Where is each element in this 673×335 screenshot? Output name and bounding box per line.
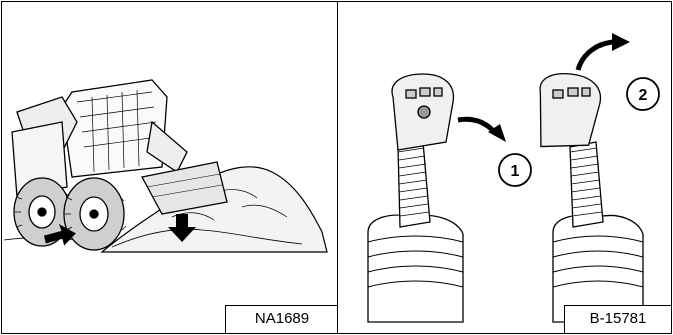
right-figure-panel: 1 2 B-15781 (337, 1, 672, 334)
skid-steer-illustration (2, 2, 339, 334)
callout-2: 2 (627, 78, 659, 110)
callout-1: 1 (499, 154, 531, 186)
left-figure-panel: NA1689 (1, 1, 339, 334)
right-joystick (532, 70, 643, 322)
curved-arrow-icon (458, 119, 506, 142)
curved-arrow-icon (578, 33, 630, 70)
svg-text:2: 2 (639, 87, 648, 104)
joystick-illustration: 1 2 (338, 2, 672, 334)
figure-label-left: NA1689 (225, 305, 339, 334)
left-joystick (368, 74, 463, 322)
svg-text:1: 1 (511, 163, 520, 180)
figure-label-right: B-15781 (564, 305, 672, 334)
